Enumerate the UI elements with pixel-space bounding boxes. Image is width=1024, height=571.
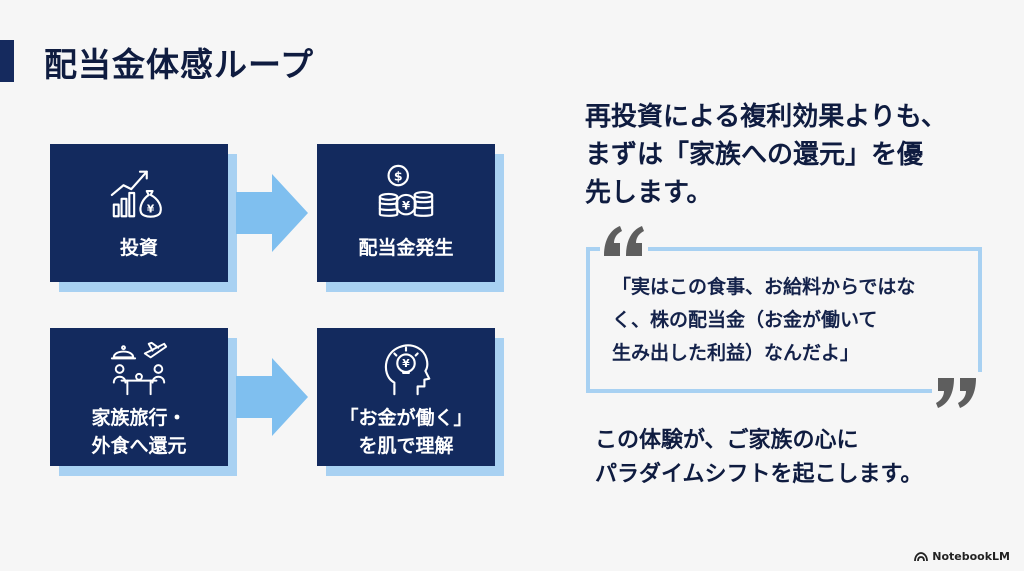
card-invest: ¥ 投資 [50, 144, 237, 292]
coins-yen-icon: $ ¥ [378, 164, 434, 217]
card-family-return-face: 家族旅行・ 外食へ還元 [50, 328, 228, 466]
closing-text: この体験が、ご家族の心に パラダイムシフトを起こします。 [595, 424, 995, 492]
growth-chart-moneybag-icon: ¥ [110, 170, 162, 218]
card-label-line: 外食へ還元 [91, 435, 187, 457]
card-dividend: $ ¥ 配当金発生 [317, 144, 504, 292]
card-invest-face: ¥ 投資 [50, 144, 228, 282]
card-understand-label: 「お金が働く」 を肌で理解 [317, 404, 495, 460]
svg-text:¥: ¥ [147, 202, 155, 215]
flow-arrow-right [236, 358, 308, 436]
quote-text: 「実はこの食事、お給料からではな く、株の配当金（お金が働いて 生み出した利益）… [612, 271, 962, 370]
card-label-line: 配当金発生 [358, 237, 454, 259]
svg-text:¥: ¥ [402, 357, 410, 370]
notebooklm-logo-icon [914, 551, 929, 561]
card-label-line: 投資 [119, 237, 158, 259]
quote-line: く、株の配当金（お金が働いて [612, 309, 878, 331]
card-invest-label: 投資 [50, 234, 228, 262]
card-label-line: を肌で理解 [358, 435, 454, 457]
card-dividend-label: 配当金発生 [317, 234, 495, 262]
card-label-line: 「お金が働く」 [339, 407, 473, 429]
family-dining-travel-icon [110, 341, 168, 396]
quote-line: 生み出した利益）なんだよ」 [612, 342, 860, 364]
close-quote-icon [932, 372, 982, 416]
slide-title: 配当金体感ループ [44, 45, 315, 84]
flow-arrow-right [236, 174, 308, 252]
headline-line: 再投資による複利効果よりも、 [585, 102, 947, 132]
closing-line: この体験が、ご家族の心に [595, 428, 859, 453]
brand-watermark: NotebookLM [914, 550, 1010, 563]
title-accent-bar [0, 40, 14, 82]
brand-name: NotebookLM [932, 550, 1010, 563]
headline-line: まずは「家族への還元」を優 [585, 140, 924, 170]
quote-line: 「実はこの食事、お給料からではな [612, 276, 916, 298]
svg-text:¥: ¥ [402, 198, 410, 212]
headline-line: 先します。 [585, 178, 713, 208]
card-family-return-label: 家族旅行・ 外食へ還元 [50, 404, 228, 460]
card-family-return: 家族旅行・ 外食へ還元 [50, 328, 237, 476]
card-understand-face: ¥ 「お金が働く」 を肌で理解 [317, 328, 495, 466]
card-dividend-face: $ ¥ 配当金発生 [317, 144, 495, 282]
card-label-line: 家族旅行・ [91, 407, 187, 429]
headline-text: 再投資による複利効果よりも、 まずは「家族への還元」を優 先します。 [585, 98, 985, 212]
head-lightbulb-yen-icon: ¥ [384, 344, 431, 396]
quote-box: 「実はこの食事、お給料からではな く、株の配当金（お金が働いて 生み出した利益）… [586, 247, 982, 393]
closing-line: パラダイムシフトを起こします。 [595, 462, 923, 487]
card-understand: ¥ 「お金が働く」 を肌で理解 [317, 328, 504, 476]
open-quote-icon [600, 218, 648, 262]
svg-text:$: $ [394, 168, 403, 183]
